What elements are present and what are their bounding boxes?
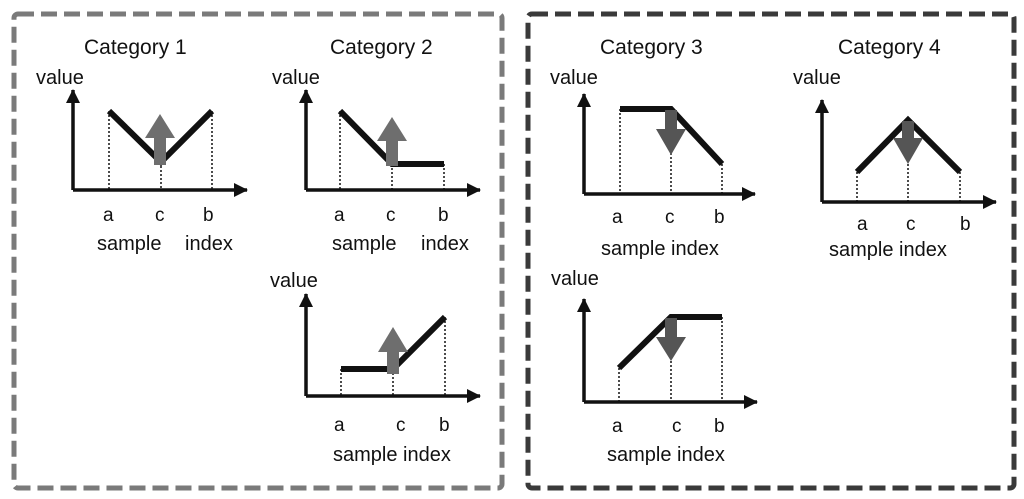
tick-a: a (857, 214, 868, 235)
category-3-title: Category 3 (600, 36, 703, 59)
value-curve (854, 115, 963, 175)
tick-c: c (155, 205, 165, 226)
tick-b: b (203, 205, 214, 226)
tick-c: c (396, 415, 406, 436)
tick-c: c (672, 416, 682, 437)
tick-a: a (612, 416, 623, 437)
tick-c: c (906, 214, 916, 235)
panel-category-3-top: Category 3 value a c b sample index (550, 36, 756, 260)
arrow-down-icon (656, 110, 686, 155)
category-2-title: Category 2 (330, 36, 433, 59)
x-axis-label: sample index (607, 444, 725, 466)
tick-b: b (439, 415, 450, 436)
y-axis-label: value (36, 67, 84, 89)
tick-b: b (714, 207, 725, 228)
tick-a: a (612, 207, 623, 228)
tick-a: a (334, 415, 345, 436)
arrow-up-icon (378, 327, 408, 374)
y-axis-label: value (551, 268, 599, 290)
tick-c: c (386, 205, 396, 226)
x-axis-label-part2: index (421, 233, 469, 255)
arrow-up-icon (377, 117, 407, 166)
panel-category-2-top: Category 2 value a c b sample index (272, 36, 481, 255)
category-1-title: Category 1 (84, 36, 187, 59)
panel-category-4: Category 4 value a c b sample index (793, 36, 997, 261)
x-axis-label: sample index (601, 238, 719, 260)
tick-a: a (334, 205, 345, 226)
tick-c: c (665, 207, 675, 228)
category-4-title: Category 4 (838, 36, 941, 59)
panel-category-2-bottom: value a c b sample index (270, 270, 481, 466)
x-axis-label-part1: sample (97, 233, 161, 255)
x-axis-label-part1: sample (332, 233, 396, 255)
arrow-up-icon (145, 114, 175, 165)
x-axis-label: sample index (829, 239, 947, 261)
panel-category-1: Category 1 value a c b sample index (36, 36, 248, 255)
y-axis-label: value (550, 67, 598, 89)
panel-category-3-bottom: value a c b sample index (551, 268, 758, 466)
x-axis-label: sample index (333, 444, 451, 466)
tick-b: b (960, 214, 971, 235)
tick-a: a (103, 205, 114, 226)
y-axis-label: value (793, 67, 841, 89)
x-axis-label-part2: index (185, 233, 233, 255)
left-group-border (11, 11, 505, 491)
tick-b: b (438, 205, 449, 226)
tick-b: b (714, 416, 725, 437)
arrow-down-icon (656, 318, 686, 361)
y-axis-label: value (270, 270, 318, 292)
right-group-border (525, 11, 1017, 491)
arrow-down-icon (893, 121, 923, 164)
value-curve (620, 106, 725, 167)
value-curve (616, 314, 722, 371)
y-axis-label: value (272, 67, 320, 89)
